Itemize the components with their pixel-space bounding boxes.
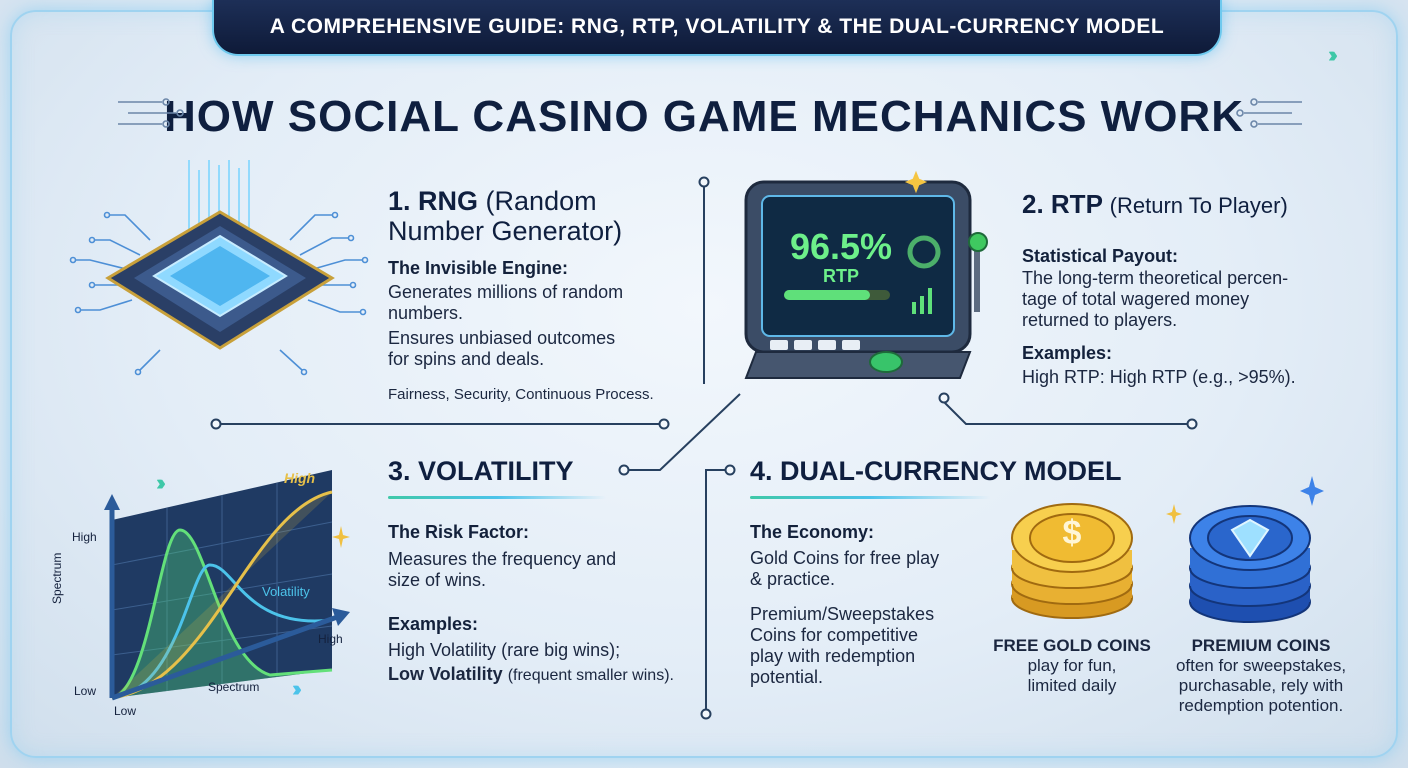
rtp-description: The long-term theoretical percen- tage o…	[1022, 268, 1288, 331]
sparkle-icon	[1300, 476, 1324, 506]
gold-coin-stack-icon	[1011, 503, 1133, 619]
rng-text-2a: Ensures unbiased outcomes	[388, 328, 616, 348]
chart-x-axis-label: Spectrum	[208, 680, 260, 694]
chart-y-axis-label: Spectrum	[50, 552, 64, 604]
volatility-example-1-rest: (rare big wins);	[501, 640, 621, 660]
dollar-sign-icon: $	[1062, 514, 1082, 552]
rtp-screen-value: 96.5%	[789, 226, 893, 267]
rng-heading: 1. RNG (Random Number Generator)	[388, 186, 622, 246]
rng-tags: Fairness, Security, Continuous Process.	[388, 386, 654, 403]
sparkle-icon	[332, 526, 350, 548]
volatility-example-1: High Volatility (rare big wins);	[388, 640, 620, 661]
dual-currency-text-2: Premium/Sweepstakes Coins for competitiv…	[750, 604, 934, 688]
dual-currency-text-1b: & practice.	[750, 569, 836, 589]
rng-text-2: Ensures unbiased outcomes for spins and …	[388, 328, 615, 370]
premium-coins-line-3: redemption potention.	[1178, 696, 1344, 715]
dual-currency-subheading: The Economy:	[750, 522, 875, 542]
chart-curve-label-high: High	[284, 470, 316, 486]
rng-text-2b: for spins and deals.	[388, 349, 545, 369]
volatility-examples-label: Examples:	[388, 614, 479, 634]
top-banner: A COMPREHENSIVE GUIDE: RNG, RTP, VOLATIL…	[212, 0, 1222, 56]
premium-coins-label: PREMIUM COINS often for sweepstakes, pur…	[1156, 636, 1366, 716]
volatility-text-1: Measures the frequency and	[388, 549, 617, 569]
banner-title: A COMPREHENSIVE GUIDE: RNG, RTP, VOLATIL…	[269, 15, 1165, 38]
slot-machine-icon	[744, 170, 988, 379]
chart-y-high: High	[72, 530, 97, 544]
rtp-heading: 2. RTP (Return To Player)	[1022, 189, 1288, 220]
rng-heading-paren-1: (Random	[485, 186, 597, 216]
premium-coins-line-2: purchasable, rely with	[1178, 676, 1344, 695]
gold-coins-label: FREE GOLD COINS play for fun, limited da…	[982, 636, 1162, 696]
circuit-left-icon	[118, 98, 184, 128]
cpu-chip-icon	[69, 160, 369, 376]
rng-text-1a: Generates millions of random	[388, 282, 624, 302]
volatility-description: Measures the frequency and size of wins.	[388, 549, 616, 591]
rng-heading-paren-2: Number Generator)	[388, 216, 623, 246]
volatility-subheading: The Risk Factor:	[388, 522, 530, 542]
volatility-example-2-rest: (frequent smaller wins).	[507, 667, 674, 684]
dual-currency-text-1: Gold Coins for free play & practice.	[750, 548, 939, 590]
premium-coins-line-1: often for sweepstakes,	[1175, 656, 1347, 675]
rtp-heading-main: 2. RTP	[1022, 189, 1103, 219]
dual-currency-underline	[750, 496, 990, 499]
volatility-heading: 3. VOLATILITY	[388, 456, 574, 486]
rng-text-1b: numbers.	[388, 303, 464, 323]
rtp-heading-paren: (Return To Player)	[1109, 193, 1288, 218]
dual-currency-text-2a: Premium/Sweepstakes	[750, 604, 935, 624]
sparkle-icon	[1166, 504, 1182, 524]
dual-currency-heading: 4. DUAL-CURRENCY MODEL	[750, 456, 1122, 486]
dual-currency-text-2c: play with redemption	[750, 646, 916, 666]
rtp-example: High RTP: High RTP (e.g., >95%).	[1022, 367, 1296, 387]
chart-curve-label-volatility: Volatility	[262, 584, 310, 599]
volatility-example-1-bold: High Volatility	[388, 640, 497, 660]
volatility-example-2-bold: Low Volatility	[388, 664, 503, 684]
gold-coins-line-1: play for fun,	[1027, 656, 1117, 675]
volatility-underline	[388, 496, 606, 499]
circuit-right-icon	[1236, 98, 1302, 128]
volatility-text-2: size of wins.	[388, 570, 487, 590]
rtp-text-3: returned to players.	[1022, 310, 1178, 330]
dual-currency-text-1a: Gold Coins for free play	[750, 548, 940, 568]
chart-x-high: High	[318, 632, 343, 646]
rtp-text-2: tage of total wagered money	[1022, 289, 1250, 309]
rng-subheading: The Invisible Engine:	[388, 258, 569, 278]
rng-heading-main: 1. RNG	[388, 186, 479, 216]
gold-coins-line-2: limited daily	[1027, 676, 1117, 695]
rtp-text-1: The long-term theoretical percen-	[1022, 268, 1289, 288]
gold-coins-title: FREE GOLD COINS	[993, 636, 1151, 655]
page-title: HOW SOCIAL CASINO GAME MECHANICS WORK	[164, 92, 1244, 141]
premium-coins-title: PREMIUM COINS	[1191, 636, 1331, 655]
chart-y-low: Low	[74, 684, 97, 698]
rtp-subheading: Statistical Payout:	[1022, 246, 1179, 266]
volatility-example-2: Low Volatility (frequent smaller wins).	[388, 664, 674, 686]
rtp-examples-label: Examples:	[1022, 343, 1113, 363]
dual-currency-text-2d: potential.	[750, 667, 824, 687]
chevron-right-icon: ›››	[292, 676, 302, 701]
dual-currency-text-2b: Coins for competitive	[750, 625, 919, 645]
chart-x-low: Low	[114, 704, 137, 718]
rtp-screen-label: RTP	[823, 266, 859, 286]
premium-coin-stack-icon	[1189, 505, 1311, 623]
volatility-chart	[104, 470, 350, 701]
rng-text-1: Generates millions of random numbers.	[388, 282, 623, 324]
chevron-right-icon: ›››	[156, 470, 166, 495]
